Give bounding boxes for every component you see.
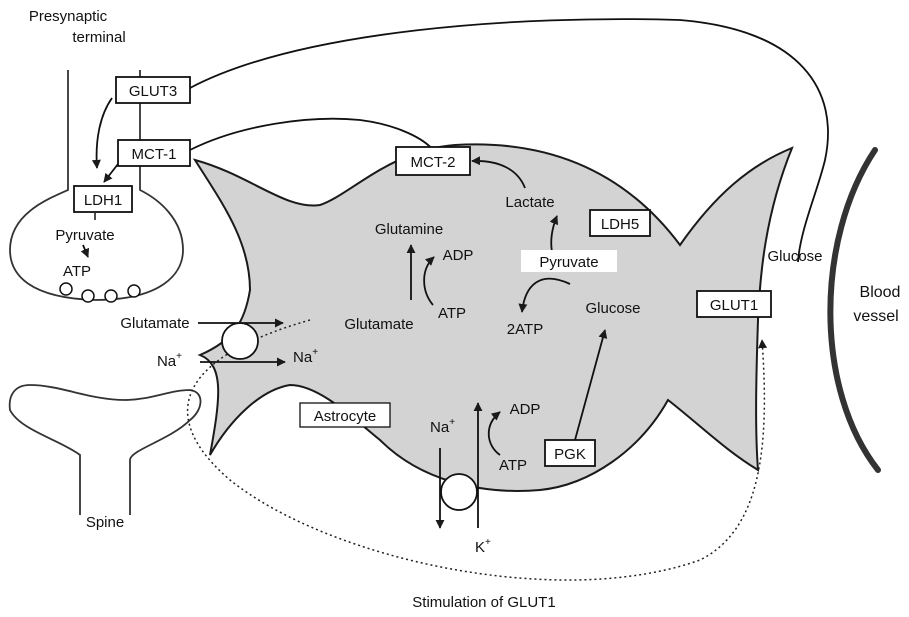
adp-glutamine-label: ADP <box>443 247 474 264</box>
stimulation-label: Stimulation of GLUT1 <box>412 594 555 611</box>
presynaptic-title-2: terminal <box>72 29 125 46</box>
pyruvate-to-lactate-arrow <box>549 215 559 253</box>
glucose-inside-label: Glucose <box>585 300 640 317</box>
glut1-box <box>696 290 772 318</box>
glutamate-inside-label: Glutamate <box>344 316 413 333</box>
glucose-to-pyruvate-curve <box>518 277 571 313</box>
synaptic-vesicle <box>104 289 118 303</box>
atp-glutamine-label: ATP <box>438 305 466 322</box>
adp-pump-label: ADP <box>510 401 541 418</box>
ldh5-label: LDH5 <box>601 216 639 233</box>
mct1-box <box>117 139 191 167</box>
glut1-label: GLUT1 <box>710 297 758 314</box>
pump-atp-to-adp-curve <box>487 411 501 456</box>
synaptic-vesicle <box>127 284 141 298</box>
glucose-outside-label: Glucose <box>767 248 822 265</box>
lactate-to-mct2-arrow <box>471 156 526 189</box>
na-outside-label: Na+ <box>157 351 182 370</box>
ldh1-label: LDH1 <box>84 192 122 209</box>
mct2-box <box>395 146 471 176</box>
ldh5-box <box>589 209 651 237</box>
glucose-transport-curve <box>189 18 829 263</box>
spine-label: Spine <box>86 514 124 531</box>
astrocyte-box <box>299 402 391 428</box>
na-inside-label: Na+ <box>293 347 318 366</box>
pyruvate-to-atp-arrow <box>80 244 90 258</box>
mct2-label: MCT-2 <box>411 154 456 171</box>
k-pump-label: K+ <box>475 537 491 556</box>
ldh1-box <box>73 185 133 213</box>
presynaptic-title-1: Presynaptic <box>29 8 108 25</box>
glutamate-transporter <box>221 322 259 360</box>
presynaptic-terminal-outline <box>9 70 184 301</box>
na-k-pump <box>440 473 478 511</box>
blood-vessel-label-1: Blood <box>860 284 901 301</box>
pyruvate-astro-label: Pyruvate <box>539 254 598 271</box>
atp-to-adp-curve <box>423 256 435 306</box>
mct1-to-ldh1-arrow <box>103 163 119 183</box>
pyruvate-highlight <box>521 250 617 272</box>
pgk-label: PGK <box>554 446 586 463</box>
pyruvate-neuron-label: Pyruvate <box>55 227 114 244</box>
blood-vessel-wall <box>827 147 881 473</box>
glut3-to-ldh1-arrow <box>91 97 113 169</box>
glut3-label: GLUT3 <box>129 83 177 100</box>
atp-pump-label: ATP <box>499 457 527 474</box>
mct1-label: MCT-1 <box>132 146 177 163</box>
astrocyte-label: Astrocyte <box>314 408 377 425</box>
lactate-shuttle-curve <box>189 117 434 151</box>
glutamine-label: Glutamine <box>375 221 443 238</box>
synaptic-vesicle <box>81 289 95 303</box>
lactate-label: Lactate <box>505 194 554 211</box>
glutamate-outside-label: Glutamate <box>120 315 189 332</box>
pgk-to-glucose-arrow <box>574 329 608 441</box>
two-atp-label: 2ATP <box>507 321 543 338</box>
spine-outline <box>8 384 202 515</box>
atp-neuron-label: ATP <box>63 263 91 280</box>
blood-vessel-label-2: vessel <box>853 308 898 325</box>
na-pump-label: Na+ <box>430 417 455 436</box>
synaptic-vesicle <box>59 282 73 296</box>
glut3-box <box>115 76 191 104</box>
pgk-box <box>544 439 596 467</box>
